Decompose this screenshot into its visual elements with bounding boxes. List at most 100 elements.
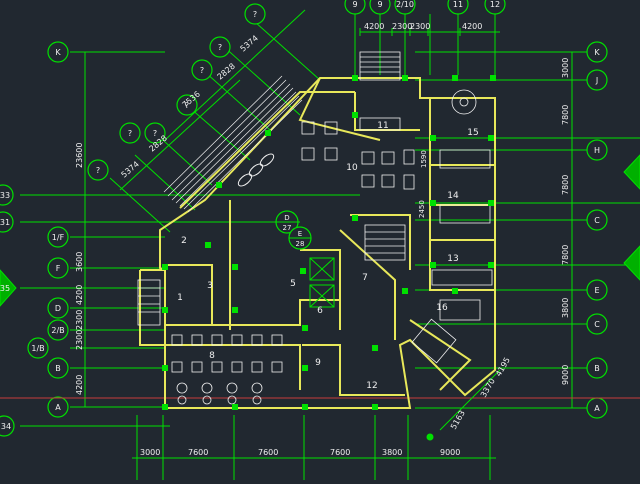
axis-label: K (55, 48, 61, 57)
right-dim-label: 7800 (561, 245, 570, 265)
right-dim-label: 3000 (561, 58, 570, 78)
top-dim-label: 2300 (410, 22, 430, 31)
axis-label: ? (96, 166, 100, 175)
axis-label: E (594, 286, 599, 295)
room-number: 12 (366, 381, 377, 391)
left-dimension-rotated: 23600 3600 4200 2300 2300 4200 (75, 143, 84, 395)
room-number: 9 (315, 358, 321, 368)
top-axis-labels: 9 9 2/10 11 12 (352, 0, 500, 9)
room-number: 5 (290, 279, 296, 289)
top-dimension-bar (359, 28, 500, 36)
right-dim-label: 3800 (561, 298, 570, 318)
bar-counter (237, 153, 275, 187)
diag-dim-label: 5374 (239, 34, 260, 54)
bottom-dim-label: 7600 (330, 448, 350, 457)
axis-label: 9 (352, 0, 357, 9)
bottom-dimension-labels: 3000 7600 7600 7600 3800 9000 (140, 448, 460, 457)
room-number: 13 (447, 254, 458, 264)
room-number: 3 (207, 281, 213, 291)
top-dim-label: 4200 (364, 22, 384, 31)
room-number: 11 (377, 121, 388, 131)
building-walls (139, 77, 496, 409)
small-dim-label: 2450 (418, 200, 426, 218)
room-number: 14 (447, 191, 459, 201)
room-numbers: 1 2 3 5 6 7 8 9 10 11 12 13 14 15 16 (177, 121, 479, 391)
room-number: 7 (362, 273, 368, 283)
axis-label: C (594, 320, 600, 329)
axis-label: ? (218, 43, 222, 52)
room-number: 15 (467, 128, 478, 138)
elevator-shafts (309, 257, 335, 308)
axis-label: J (595, 76, 598, 85)
side-diamond-right-1 (623, 154, 640, 190)
horizontal-grid-lines (20, 51, 640, 427)
left-axis-bubbles (0, 41, 69, 437)
bottom-dim-label: 9000 (440, 448, 460, 457)
top-dimension-labels: 4200 2300 2300 4200 (364, 22, 482, 31)
left-dim-label: 2300 (75, 310, 84, 330)
axis-label: 2/B (51, 326, 64, 335)
axis-label: K (594, 48, 600, 57)
top-dim-label: 2300 (392, 22, 412, 31)
side-diamond-right-2 (623, 245, 640, 281)
axis-label: 1/B (31, 344, 44, 353)
right-axis-labels: K J H C E C B A (594, 48, 600, 413)
vertical-grid-lines (84, 14, 496, 480)
axis-label: 33 (0, 191, 10, 200)
lower-right-diagonal (426, 369, 501, 441)
axis-label: ? (200, 66, 204, 75)
room-number: 6 (317, 306, 323, 316)
mark-number: 27 (283, 224, 292, 232)
right-dim-label: 7800 (561, 105, 570, 125)
left-axis-labels: K 1/F F D 2/B 1/B B A 33 31 34 35 (0, 48, 65, 431)
lower-right-dimension-labels: 4195 3370 5163 (449, 356, 512, 431)
axis-label: ? (253, 10, 257, 19)
section-mark-d: D 27 (275, 210, 299, 234)
room-number: 10 (346, 163, 358, 173)
diagonal-dimension-labels: 5374 2828 7536 2828 5374 (120, 34, 260, 180)
axis-label: ? (153, 129, 157, 138)
axis-label: H (594, 146, 600, 155)
axis-label: ? (185, 101, 189, 110)
mark-letter: D (284, 214, 289, 222)
axis-label: 9 (377, 0, 382, 9)
bottom-dim-label: 7600 (258, 448, 278, 457)
room-number: 2 (181, 236, 187, 246)
axis-label: B (594, 364, 600, 373)
axis-label: D (55, 304, 61, 313)
small-dimension-labels: 1590 2450 (418, 150, 428, 218)
right-axis-bubbles (586, 41, 608, 419)
left-dim-label: 23600 (75, 143, 84, 168)
left-dim-label: 4200 (75, 375, 84, 395)
room-number: 1 (177, 293, 183, 303)
axis-label: 31 (0, 218, 10, 227)
section-mark-e: E 28 (288, 226, 312, 250)
room-number: 16 (436, 303, 448, 313)
column-markers (162, 75, 496, 410)
axis-label: 35 (0, 284, 10, 293)
diagonal-axis-labels: ? ? ? ? ? ? ? (96, 10, 257, 175)
room-number: 8 (209, 351, 215, 361)
top-dim-label: 4200 (462, 22, 482, 31)
axis-label: A (55, 403, 61, 412)
right-dim-label: 7800 (561, 175, 570, 195)
lower-right-dim-label: 4195 (494, 356, 512, 378)
left-dim-label: 3600 (75, 252, 84, 272)
axis-label: C (594, 216, 600, 225)
mark-letter: E (298, 230, 302, 238)
mark-number: 28 (296, 240, 305, 248)
lower-right-dim-label: 5163 (449, 409, 467, 431)
top-axis-bubbles (344, 0, 506, 15)
axis-label: F (56, 264, 61, 273)
right-dim-label: 9000 (561, 365, 570, 385)
bottom-dim-label: 3000 (140, 448, 160, 457)
axis-label: 11 (453, 0, 463, 9)
diag-dim-label: 5374 (120, 160, 141, 180)
small-dim-label: 1590 (420, 150, 428, 168)
axis-label: 1/F (52, 233, 65, 242)
diagonal-axis-bubbles (87, 3, 266, 181)
left-dim-label: 4200 (75, 285, 84, 305)
bottom-dim-label: 7600 (188, 448, 208, 457)
